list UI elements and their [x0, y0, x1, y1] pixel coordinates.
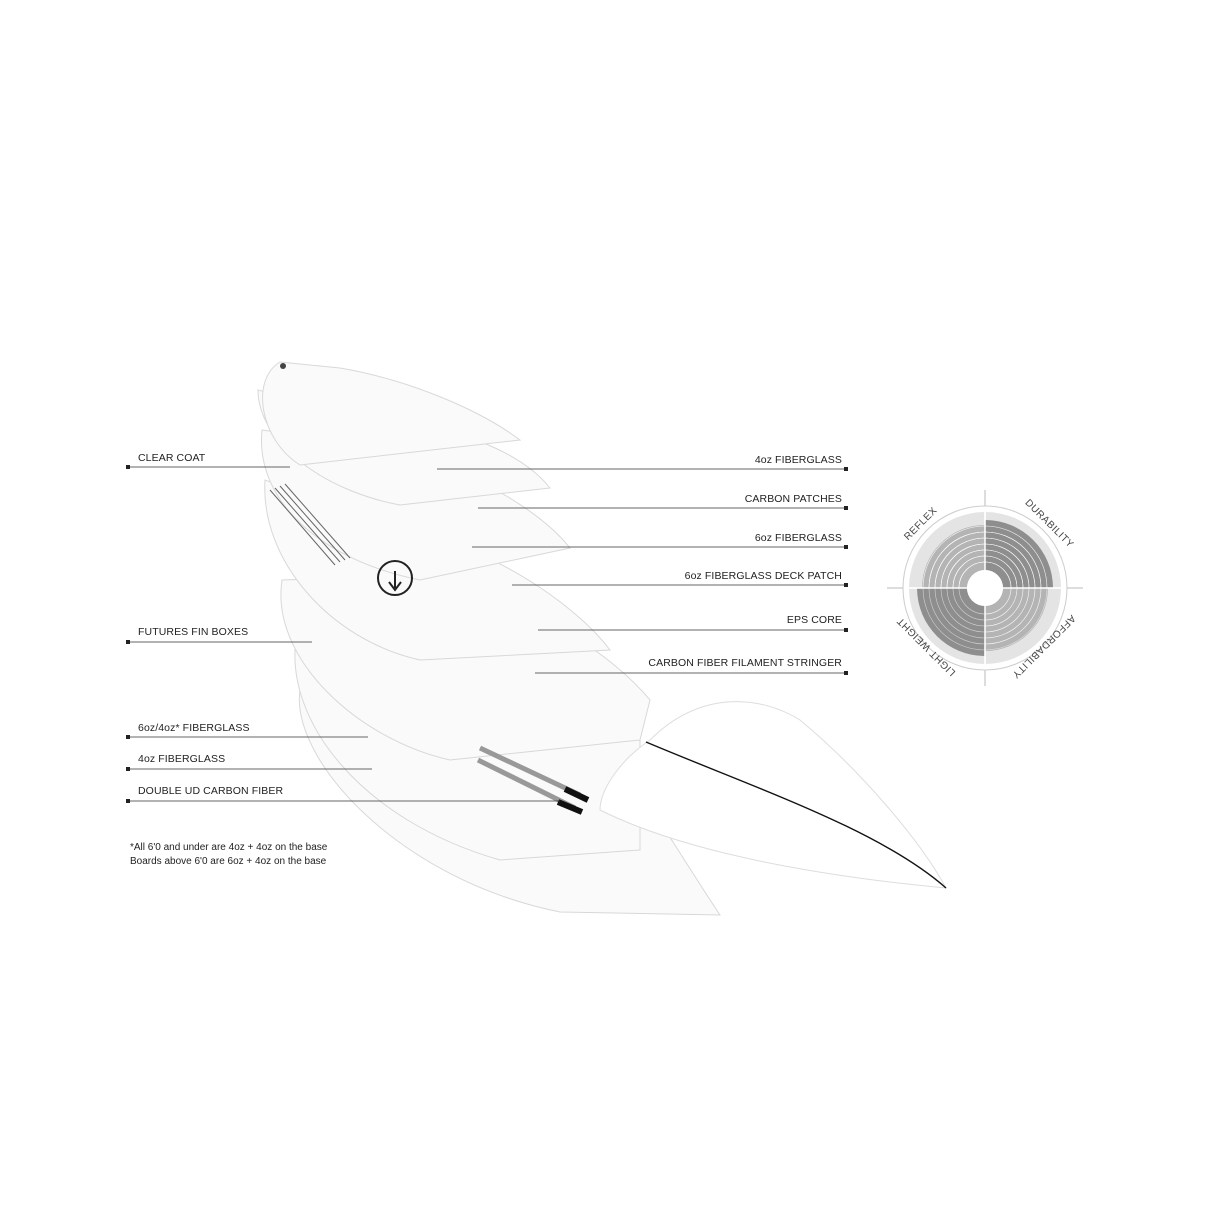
leader-marker: [844, 545, 848, 549]
leader-marker: [126, 767, 130, 771]
leash-plug: [280, 363, 286, 369]
label-right: 4oz FIBERGLASS: [755, 454, 842, 466]
label-left: FUTURES FIN BOXES: [138, 626, 248, 638]
left-labels: CLEAR COAT FUTURES FIN BOXES 6oz/4oz* FIBE…: [126, 452, 560, 803]
right-labels: 4oz FIBERGLASS CARBON PATCHES 6oz FIBERGLA…: [437, 454, 848, 675]
stringer-stripes: [476, 745, 590, 815]
label-right: CARBON FIBER FILAMENT STRINGER: [648, 657, 842, 669]
label-left: 6oz/4oz* FIBERGLASS: [138, 722, 250, 734]
leader-marker: [844, 467, 848, 471]
wheel-quadrant-fill-durability: [985, 520, 1053, 588]
torq-logo-icon: [377, 560, 413, 596]
leader-marker: [126, 640, 130, 644]
leader-marker: [844, 583, 848, 587]
label-right: 6oz FIBERGLASS: [755, 532, 842, 544]
footnote-line-2: Boards above 6'0 are 6oz + 4oz on the ba…: [130, 856, 327, 867]
label-right: EPS CORE: [787, 614, 842, 626]
label-left: CLEAR COAT: [138, 452, 206, 464]
leader-marker: [126, 799, 130, 803]
label-left: 4oz FIBERGLASS: [138, 753, 225, 765]
footnote-line-1: *All 6'0 and under are 4oz + 4oz on the …: [130, 842, 328, 853]
front-board-stringer: [645, 741, 947, 889]
leader-marker: [844, 628, 848, 632]
label-left: DOUBLE UD CARBON FIBER: [138, 785, 283, 797]
layer-clear-coat: [262, 361, 522, 466]
leader-marker: [844, 506, 848, 510]
label-right: CARBON PATCHES: [745, 493, 842, 505]
carbon-patch-stripes: [269, 483, 351, 566]
board-layers: [257, 361, 947, 916]
leader-marker: [126, 735, 130, 739]
label-right: 6oz FIBERGLASS DECK PATCH: [685, 570, 842, 582]
leader-marker: [126, 465, 130, 469]
wheel-quadrant-fill-light-weight: [917, 588, 985, 656]
leader-marker: [844, 671, 848, 675]
